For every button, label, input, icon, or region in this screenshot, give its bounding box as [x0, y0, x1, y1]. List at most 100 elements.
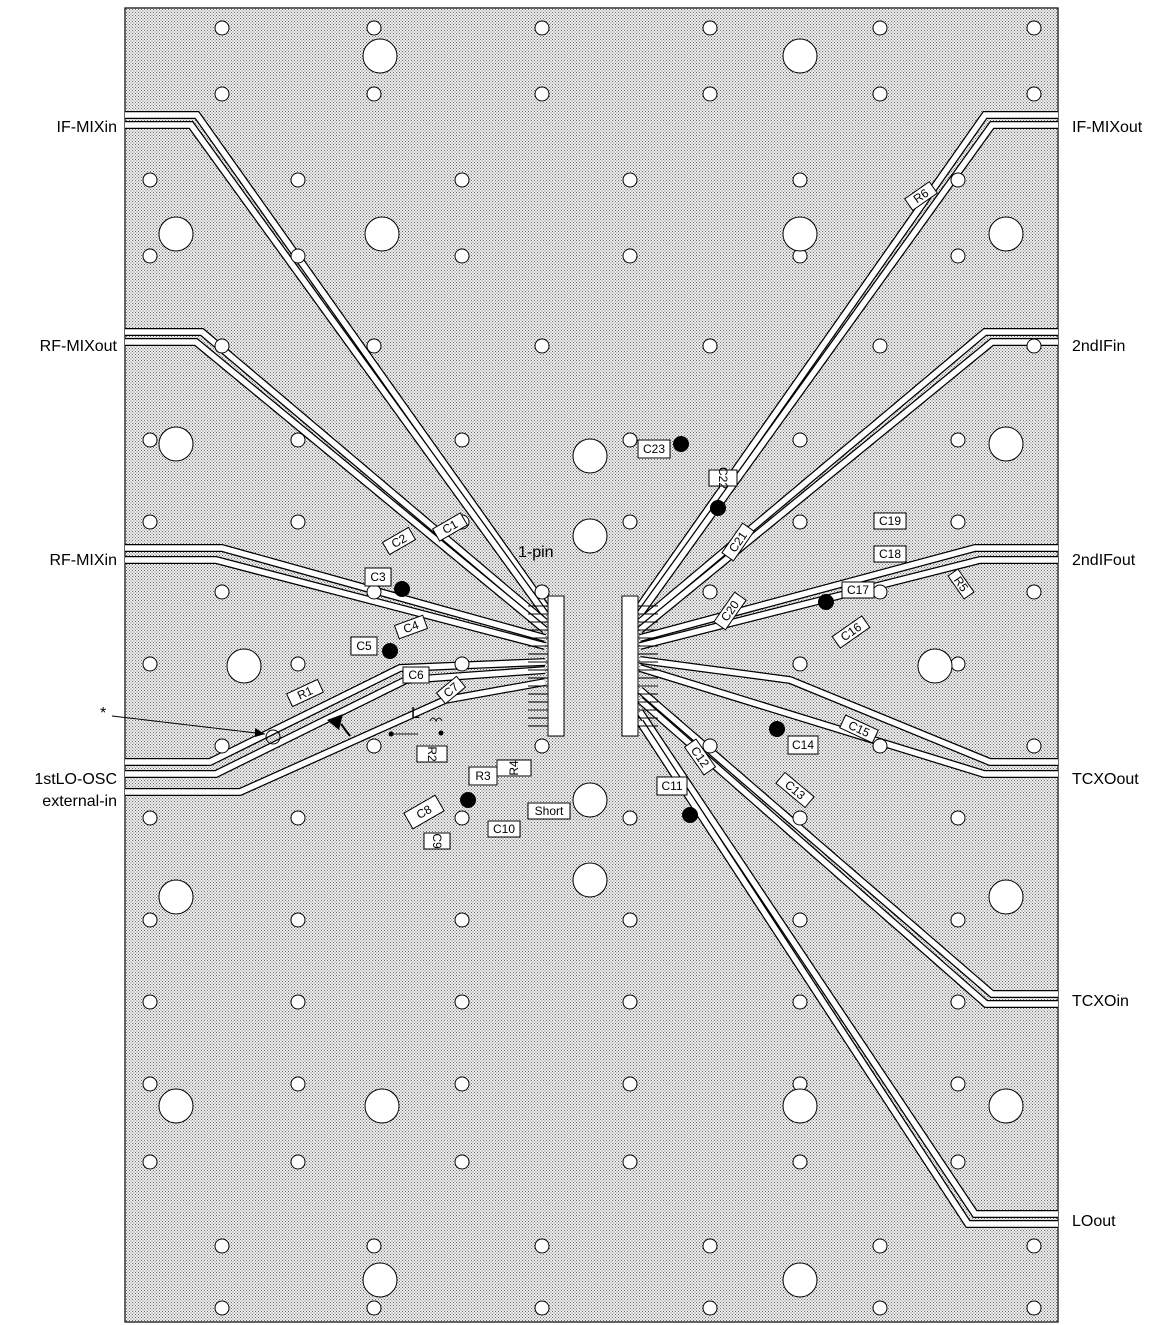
via-117 [572, 862, 608, 898]
via-85 [142, 1154, 158, 1170]
component-body [350, 636, 378, 656]
via-75 [454, 994, 470, 1010]
component-body [708, 469, 738, 487]
component-c3: C3 [364, 567, 392, 587]
via-124 [782, 1262, 818, 1298]
via-88 [622, 1154, 638, 1170]
via-78 [950, 994, 966, 1010]
trace-9-copper [125, 679, 546, 795]
via-31 [142, 432, 158, 448]
component-body [947, 568, 975, 600]
inductor-symbol [388, 717, 444, 737]
port-lo-osc-line2: external-in [42, 793, 117, 810]
component-r6: R6 [904, 180, 938, 212]
via-34 [622, 432, 638, 448]
component-c5: C5 [350, 636, 378, 656]
component-c18: C18 [873, 545, 907, 563]
trace-5-copper [125, 545, 546, 641]
via-118 [988, 879, 1024, 915]
via-100 [702, 1300, 718, 1316]
via-61 [142, 810, 158, 826]
via-51 [454, 656, 470, 672]
via-86 [290, 1154, 306, 1170]
component-label: C2 [389, 531, 410, 551]
via-66 [950, 810, 966, 826]
via-48 [1026, 584, 1042, 600]
via-60 [1026, 738, 1042, 754]
component-label: C14 [792, 738, 814, 752]
component-label: C3 [370, 570, 386, 584]
component-c21: C21 [721, 522, 755, 562]
via-21 [454, 248, 470, 264]
port-if-mix-out: IF-MIXout [1072, 119, 1143, 136]
via-15 [454, 172, 470, 188]
via-73 [142, 994, 158, 1010]
component-body [496, 759, 532, 777]
via-63 [454, 810, 470, 826]
via-13 [142, 172, 158, 188]
via-40 [622, 514, 638, 530]
component-body [841, 581, 875, 599]
component-body [487, 820, 521, 838]
via-76 [622, 994, 638, 1010]
component-body [904, 180, 938, 212]
via-79 [142, 1076, 158, 1092]
via-121 [782, 1088, 818, 1124]
port-lo-osc-line1: 1stLO-OSC [34, 771, 117, 788]
trace-1-copper [125, 112, 548, 608]
via-37 [142, 514, 158, 530]
via-49 [142, 656, 158, 672]
component-label: R4 [507, 760, 521, 776]
via-36 [950, 432, 966, 448]
short-box [527, 802, 571, 820]
component-body [713, 591, 747, 631]
component-body [416, 745, 448, 763]
component-body [381, 526, 417, 556]
trace-18-copper [638, 687, 1058, 997]
via-53 [792, 656, 808, 672]
component-body [402, 666, 430, 684]
component-label: C18 [879, 547, 901, 561]
via-99 [534, 1300, 550, 1316]
via-43 [214, 584, 230, 600]
trace-17-copper [639, 665, 1058, 777]
trace-7-copper [125, 659, 546, 765]
via-10 [702, 86, 718, 102]
component-c1: C1 [431, 512, 469, 542]
component-label: C17 [847, 583, 869, 597]
via-77 [792, 994, 808, 1010]
component-c9: C9 [423, 832, 451, 850]
via-67 [142, 912, 158, 928]
component-label: R2 [425, 746, 439, 762]
via-81 [454, 1076, 470, 1092]
component-c11: C11 [656, 776, 688, 796]
component-body [839, 714, 879, 744]
via-91 [214, 1238, 230, 1254]
trace-11-copper [637, 122, 1058, 616]
via-93 [534, 1238, 550, 1254]
via-96 [1026, 1238, 1042, 1254]
component-body [873, 545, 907, 563]
via-20 [290, 248, 306, 264]
via-1 [214, 20, 230, 36]
component-c4: C4 [393, 614, 429, 640]
via-47 [872, 584, 888, 600]
via-29 [872, 338, 888, 354]
via-109 [158, 426, 194, 462]
component-body [721, 522, 755, 562]
component-label: C23 [643, 442, 665, 456]
via-6 [1026, 20, 1042, 36]
via-27 [534, 338, 550, 354]
short-marker: Short [527, 802, 571, 820]
via-97 [214, 1300, 230, 1316]
via-59 [872, 738, 888, 754]
via-54 [950, 656, 966, 672]
via-108 [988, 216, 1024, 252]
component-c20: C20 [713, 591, 747, 631]
via-45 [534, 584, 550, 600]
port-rf-mix-out: RF-MIXout [40, 338, 118, 355]
component-body [637, 439, 671, 459]
via-4 [702, 20, 718, 36]
via-12 [1026, 86, 1042, 102]
component-label: R3 [475, 769, 491, 783]
